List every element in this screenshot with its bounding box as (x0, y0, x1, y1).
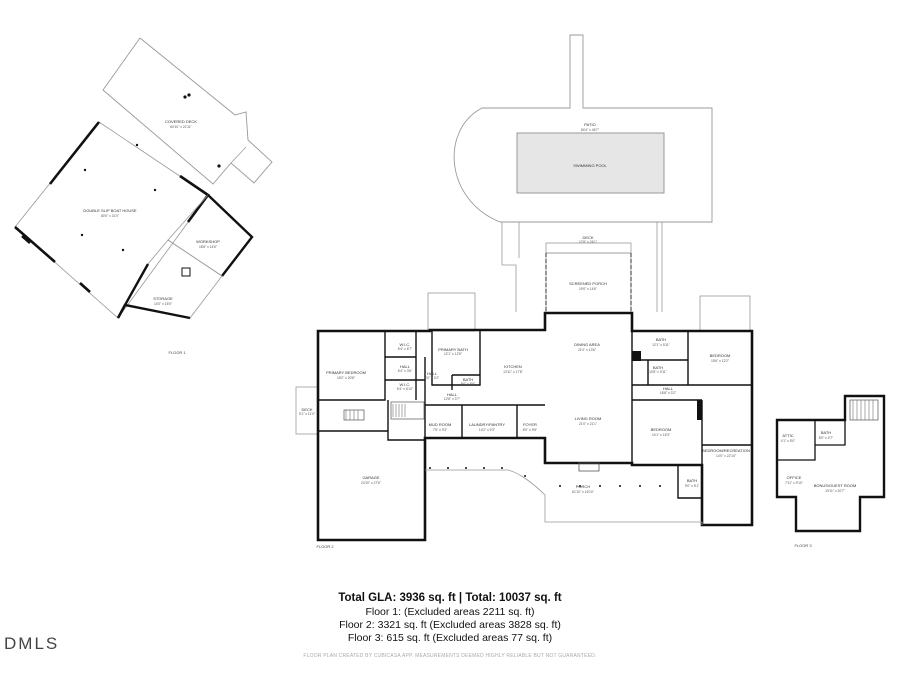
room-size: 5'1" x 11'0" (299, 412, 316, 416)
room-size: 15'6" x 12'2" (711, 359, 730, 363)
room-size: 18'2" x 20'8" (337, 376, 356, 380)
floor-3-area: Floor 3: 615 sq. ft (Excluded areas 77 s… (347, 632, 553, 644)
room-label: W.I.C. (400, 342, 411, 347)
room-size: 12'1" x 12'5" (444, 352, 463, 356)
room-label: BEDROOM (710, 353, 731, 358)
room-size: 5'0" x 5'6" (461, 382, 476, 386)
room-label: PRIMARY BATH (438, 347, 468, 352)
room-label: DECK (582, 235, 593, 240)
room-size: 18'6" x 14'5" (199, 245, 218, 249)
floor-3-plan: ATTIC 4'1" x 5'0" BATH 8'0" x 4'7" OFFIC… (775, 394, 886, 548)
room-size: 14'0" x 22'10" (716, 454, 737, 458)
room-label: BATH (653, 365, 663, 370)
room-label: MUD ROOM (429, 422, 452, 427)
room-size: 60'10" x 21'11" (170, 125, 192, 129)
room-label: FOYER (523, 422, 537, 427)
room-label: W.I.C. (400, 382, 411, 387)
floor-2-plan: PATIO 84'4" x 46'7" SWIMMING POOL DECK 1… (295, 34, 754, 549)
covered-deck-outline (102, 37, 273, 185)
deck-outline (545, 242, 632, 254)
room-label: BEDROOM/RECREATION (702, 448, 750, 453)
room-size: 12'8" x 3'7" (444, 397, 461, 401)
house-exterior-walls (316, 311, 754, 542)
total-area-summary: Total GLA: 3936 sq. ft | Total: 10037 sq… (338, 592, 562, 604)
room-label: HALL (427, 371, 438, 376)
workshop-outline (167, 194, 253, 277)
room-label: GARAGE (362, 475, 379, 480)
room-label: SCREENED PORCH (569, 281, 607, 286)
room-size: 14'0" x 15'0" (154, 302, 173, 306)
room-size: 10'8" x 5'11" (649, 370, 668, 374)
room-size: 7'6" x 9'3" (433, 428, 448, 432)
room-label: BATH (463, 377, 473, 382)
room-size: 80'0" x 31'0" (101, 214, 120, 218)
room-label: BATH (821, 430, 831, 435)
room-size: 8'0" x 9'5" (523, 428, 538, 432)
room-label: PRIMARY BEDROOM (326, 370, 366, 375)
room-label: LAUNDRY/PANTRY (469, 422, 505, 427)
room-size: 7'11" x 9'10" (785, 481, 804, 485)
room-label: BEDROOM (651, 427, 672, 432)
room-label: PORCH (576, 484, 591, 489)
room-size: 19'11" x 20'7" (825, 489, 845, 493)
room-size: 12'1" x 5'11" (652, 343, 671, 347)
boat-house-outline (14, 121, 209, 319)
floor-1-area: Floor 1: (Excluded areas 2211 sq. ft) (365, 606, 535, 618)
room-label: BONUS/GUEST ROOM (814, 483, 857, 488)
floor-2-area: Floor 2: 3321 sq. ft (Excluded areas 382… (339, 619, 561, 631)
dmls-logo: DMLS (4, 634, 60, 653)
room-size: 13'11" x 17'8" (503, 370, 523, 374)
room-size: 84'4" x 46'7" (581, 128, 600, 132)
room-size: 6'4" x 6'7" (398, 347, 413, 351)
room-label: HALL (447, 392, 458, 397)
room-label: WORKSHOP (196, 239, 220, 244)
room-label: KITCHEN (504, 364, 522, 369)
room-label: LIVING ROOM (575, 416, 602, 421)
room-label: STORAGE (153, 296, 173, 301)
swimming-pool (516, 132, 665, 194)
room-size: 4'1" x 5'0" (781, 439, 796, 443)
room-label: BATH (656, 337, 666, 342)
room-label: OFFICE (787, 475, 802, 480)
disclaimer-text: FLOOR PLAN CREATED BY CUBICASA APP. MEAS… (303, 653, 597, 659)
room-size: 21'0" x 13'6" (578, 348, 597, 352)
room-label: DOUBLE SLIP BOAT HOUSE (83, 208, 136, 213)
patio-outline (453, 34, 713, 223)
room-label: COVERED DECK (165, 119, 197, 124)
room-size: 6'4" x 3'6" (398, 369, 413, 373)
room-size: 61'10" x 16'10" (572, 490, 595, 494)
room-label: HALL (400, 364, 411, 369)
room-label: HALL (663, 386, 674, 391)
room-size: 4'0" x 4'2" (425, 376, 440, 380)
room-size: 9'0" x 8'1" (685, 484, 700, 488)
floor-1-plan: COVERED DECK 60'10" x 21'11" DOUBLE SLIP… (14, 37, 273, 355)
room-size: 14'1" x 15'3" (652, 433, 671, 437)
room-label: DINING AREA (574, 342, 600, 347)
floor-2-label: FLOOR 2 (316, 544, 334, 549)
room-size: 14'2" x 9'3" (479, 428, 496, 432)
room-size: 16'8" x 3'2" (660, 391, 677, 395)
room-size: 6'4" x 6'10" (397, 387, 414, 391)
room-label: SWIMMING POOL (573, 163, 607, 168)
room-label: ATTIC (782, 433, 793, 438)
porch-outline (425, 469, 703, 525)
room-label: BATH (687, 478, 697, 483)
room-size: 17'6" x 24'1" (579, 240, 598, 244)
floor-3-outline (775, 394, 886, 533)
floor-3-label: FLOOR 3 (794, 543, 812, 548)
room-label: PATIO (584, 122, 595, 127)
room-size: 8'0" x 4'7" (819, 436, 834, 440)
room-size: 19'0" x 14'6" (579, 287, 598, 291)
room-size: 24'10" x 27'6" (361, 481, 382, 485)
floor-1-label: FLOOR 1 (168, 350, 186, 355)
room-label: DECK (301, 407, 312, 412)
room-size: 21'0" x 21'1" (579, 422, 598, 426)
